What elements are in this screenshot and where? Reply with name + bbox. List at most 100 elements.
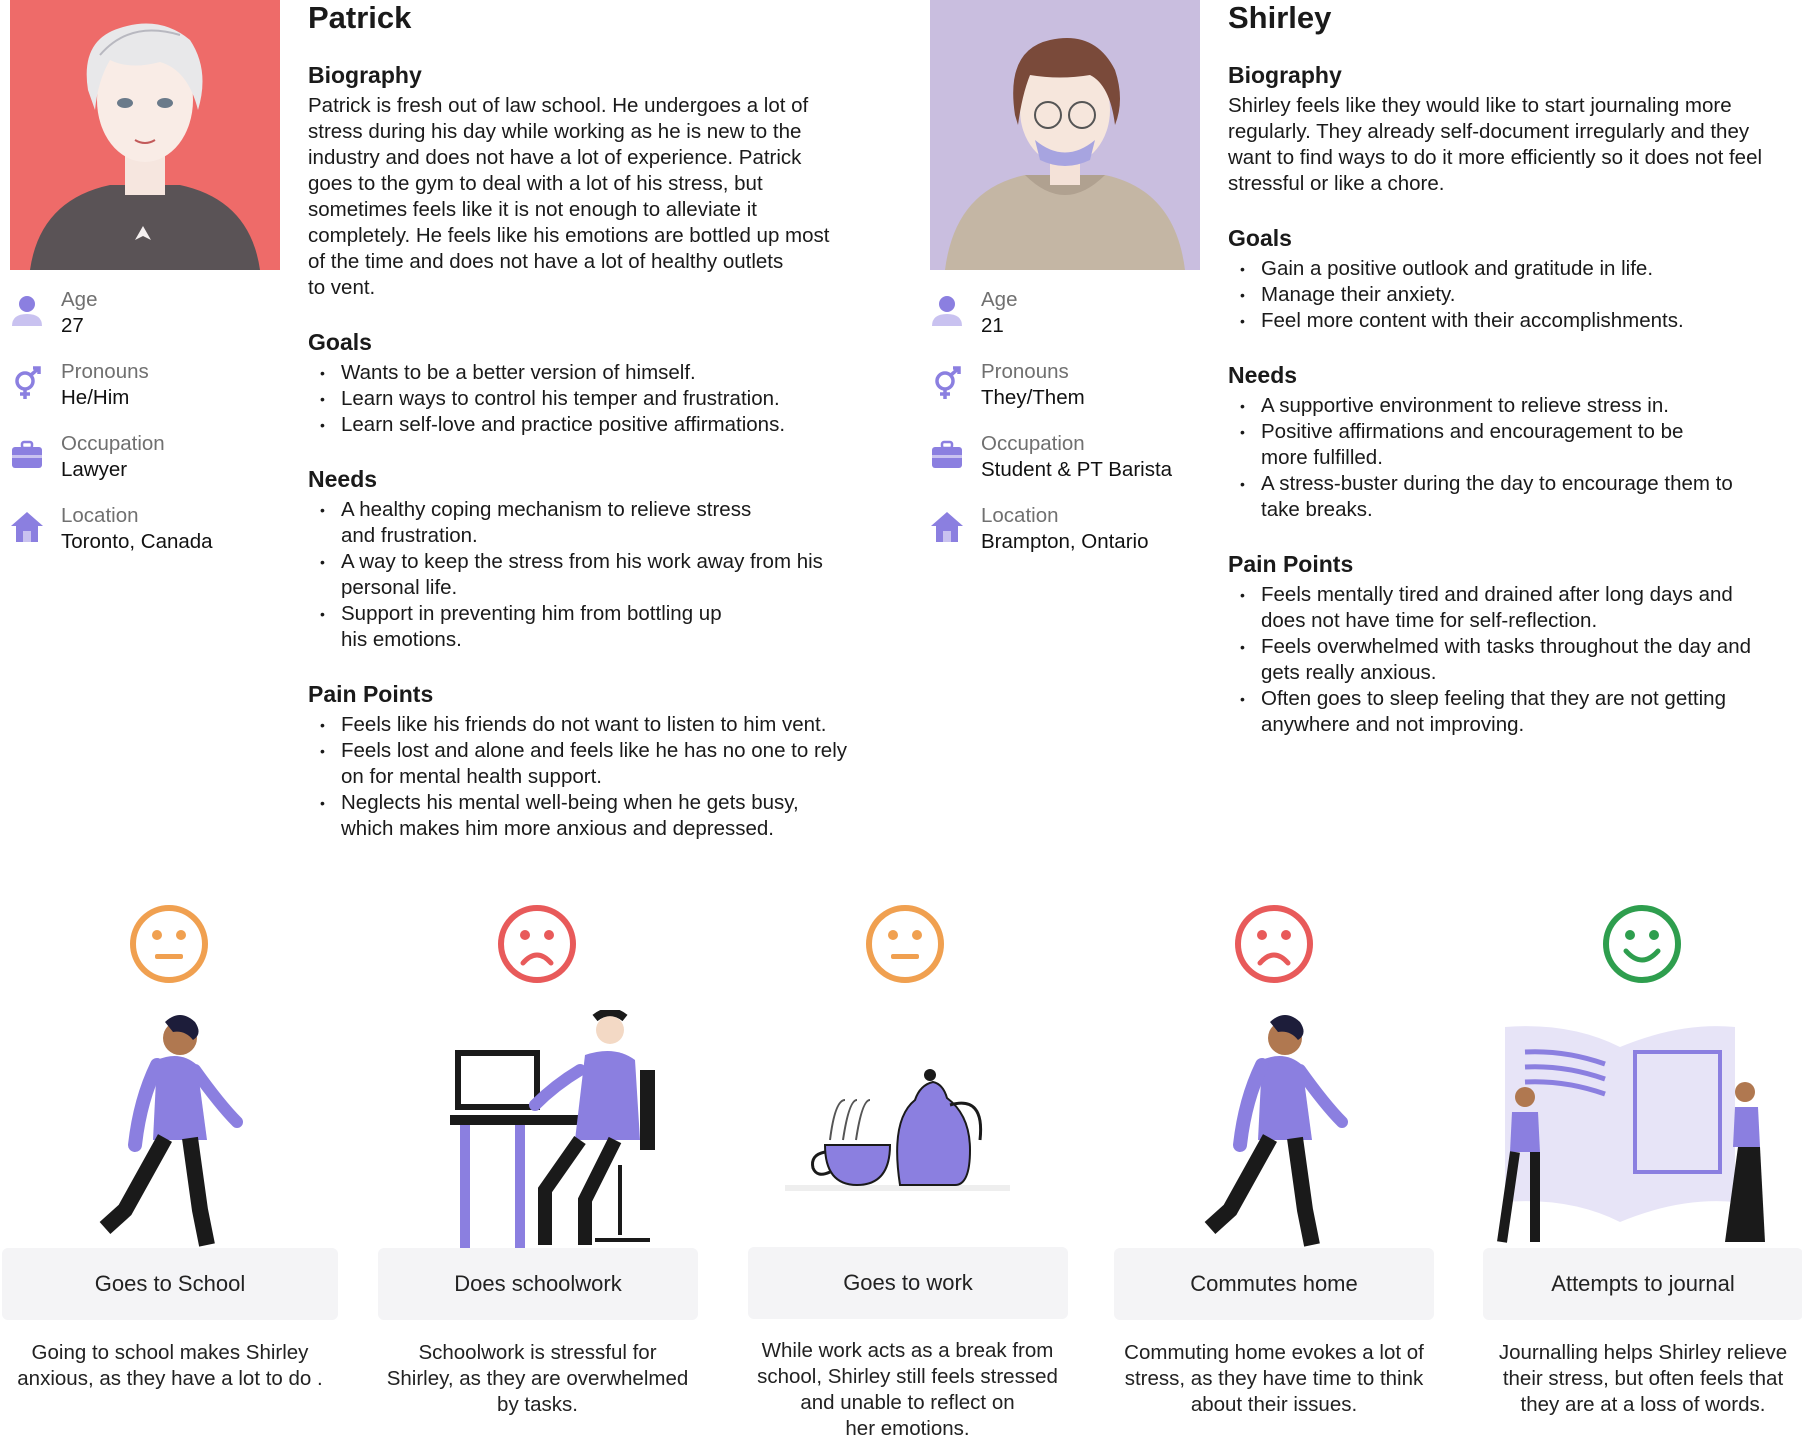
needs-section: Needs A healthy coping mechanism to reli… bbox=[308, 466, 888, 653]
list-item: Often goes to sleep feeling that they ar… bbox=[1228, 686, 1798, 738]
biography-line: Shirley feels like they would like to st… bbox=[1228, 94, 1732, 117]
user-icon bbox=[932, 296, 962, 326]
patrick-portrait-icon bbox=[10, 0, 280, 270]
fact-value: They/Them bbox=[981, 386, 1085, 409]
home-icon bbox=[11, 512, 43, 542]
fact-pronouns: Pronouns They/Them bbox=[930, 360, 1220, 432]
biography-line: of the time and does not have a lot of h… bbox=[308, 250, 784, 273]
goals-list: Wants to be a better version of himself.… bbox=[308, 360, 888, 438]
fact-age: Age 27 bbox=[10, 288, 300, 360]
biography-title: Biography bbox=[308, 62, 422, 88]
journal-reading-icon bbox=[1497, 1026, 1765, 1243]
biography-line: regularly. They already self-document ir… bbox=[1228, 120, 1750, 143]
biography-title: Biography bbox=[1228, 62, 1342, 88]
happy-face-icon bbox=[1603, 905, 1681, 983]
list-item: Feel more content with their accomplishm… bbox=[1228, 308, 1798, 334]
fact-label: Occupation bbox=[61, 432, 165, 455]
journey-step-title: Goes to School bbox=[2, 1248, 338, 1320]
biography-text: Patrick is fresh out of law school. He u… bbox=[308, 93, 888, 301]
journey-step-title: Attempts to journal bbox=[1483, 1248, 1802, 1320]
fact-label: Age bbox=[61, 288, 98, 311]
list-item: Feels overwhelmed with tasks throughout … bbox=[1228, 634, 1798, 686]
briefcase-icon bbox=[932, 440, 962, 468]
persona-facts: Age 21 Pronouns They/Them Occupation Stu… bbox=[930, 288, 1220, 576]
fact-value: 21 bbox=[981, 314, 1004, 337]
biography-line: goes to the gym to deal with a lot of hi… bbox=[308, 172, 763, 195]
list-item: A healthy coping mechanism to relieve st… bbox=[308, 497, 888, 549]
neutral-face-icon bbox=[866, 905, 944, 983]
gender-icon bbox=[15, 366, 41, 399]
list-item: Gain a positive outlook and gratitude in… bbox=[1228, 256, 1798, 282]
home-icon bbox=[931, 512, 963, 542]
biography-line: stressful or like a chore. bbox=[1228, 172, 1445, 195]
list-item: Manage their anxiety. bbox=[1228, 282, 1798, 308]
fact-value: 27 bbox=[61, 314, 84, 337]
journey-step-title: Commutes home bbox=[1114, 1248, 1434, 1320]
list-item: Learn self-love and practice positive af… bbox=[308, 412, 888, 438]
list-item: Learn ways to control his temper and fru… bbox=[308, 386, 888, 412]
fact-value: Brampton, Ontario bbox=[981, 530, 1149, 553]
biography-line: industry and does not have a lot of expe… bbox=[308, 146, 802, 169]
fact-location: Location Brampton, Ontario bbox=[930, 504, 1220, 576]
list-item: Neglects his mental well-being when he g… bbox=[308, 790, 888, 842]
persona-name: Shirley bbox=[1228, 0, 1332, 35]
persona-details: Biography Shirley feels like they would … bbox=[1228, 62, 1798, 738]
shirley-portrait-icon bbox=[930, 0, 1200, 270]
avatar bbox=[10, 0, 280, 270]
biography-line: completely. He feels like his emotions a… bbox=[308, 224, 830, 247]
persona-name: Patrick bbox=[308, 0, 412, 35]
list-item: A way to keep the stress from his work a… bbox=[308, 549, 888, 601]
needs-list: A healthy coping mechanism to relieve st… bbox=[308, 497, 888, 653]
walking-person-icon bbox=[1204, 1015, 1348, 1247]
fact-label: Pronouns bbox=[981, 360, 1069, 383]
journey-step-title: Does schoolwork bbox=[378, 1248, 698, 1320]
user-icon bbox=[12, 296, 42, 326]
biography-line: Patrick is fresh out of law school. He u… bbox=[308, 94, 809, 117]
avatar bbox=[930, 0, 1200, 270]
fact-value: He/Him bbox=[61, 386, 130, 409]
walking-person-icon bbox=[99, 1015, 243, 1247]
biography-line: sometimes feels like it is not enough to… bbox=[308, 198, 757, 221]
needs-section: Needs A supportive environment to reliev… bbox=[1228, 362, 1798, 523]
fact-label: Occupation bbox=[981, 432, 1085, 455]
teapot-cup-icon bbox=[785, 1069, 1010, 1191]
list-item: Support in preventing him from bottling … bbox=[308, 601, 888, 653]
fact-pronouns: Pronouns He/Him bbox=[10, 360, 300, 432]
goals-title: Goals bbox=[308, 329, 372, 355]
list-item: Wants to be a better version of himself. bbox=[308, 360, 888, 386]
fact-value: Student & PT Barista bbox=[981, 458, 1173, 481]
fact-label: Location bbox=[981, 504, 1059, 527]
desk-worker-icon bbox=[450, 1010, 655, 1250]
list-item: Positive affirmations and encouragement … bbox=[1228, 419, 1798, 471]
list-item: A supportive environment to relieve stre… bbox=[1228, 393, 1798, 419]
fact-age: Age 21 bbox=[930, 288, 1220, 360]
fact-label: Location bbox=[61, 504, 139, 527]
needs-title: Needs bbox=[308, 466, 378, 492]
fact-value: Lawyer bbox=[61, 458, 128, 481]
list-item: A stress-buster during the day to encour… bbox=[1228, 471, 1798, 523]
persona-details: Biography Patrick is fresh out of law sc… bbox=[308, 62, 888, 842]
biography-text: Shirley feels like they would like to st… bbox=[1228, 93, 1798, 197]
fact-label: Pronouns bbox=[61, 360, 149, 383]
biography-line: to vent. bbox=[308, 276, 376, 299]
fact-location: Location Toronto, Canada bbox=[10, 504, 300, 576]
goals-section: Goals Gain a positive outlook and gratit… bbox=[1228, 225, 1798, 334]
neutral-face-icon bbox=[130, 905, 208, 983]
list-item: Feels lost and alone and feels like he h… bbox=[308, 738, 888, 790]
pain-points-list: Feels mentally tired and drained after l… bbox=[1228, 582, 1798, 738]
list-item: Feels like his friends do not want to li… bbox=[308, 712, 888, 738]
list-item: Feels mentally tired and drained after l… bbox=[1228, 582, 1798, 634]
pain-points-title: Pain Points bbox=[308, 681, 434, 707]
pain-points-title: Pain Points bbox=[1228, 551, 1354, 577]
fact-occupation: Occupation Lawyer bbox=[10, 432, 300, 504]
gender-icon bbox=[935, 366, 961, 399]
goals-section: Goals Wants to be a better version of hi… bbox=[308, 329, 888, 438]
needs-title: Needs bbox=[1228, 362, 1298, 388]
pain-points-section: Pain Points Feels mentally tired and dra… bbox=[1228, 551, 1798, 738]
biography-line: want to find ways to do it more efficien… bbox=[1228, 146, 1763, 169]
